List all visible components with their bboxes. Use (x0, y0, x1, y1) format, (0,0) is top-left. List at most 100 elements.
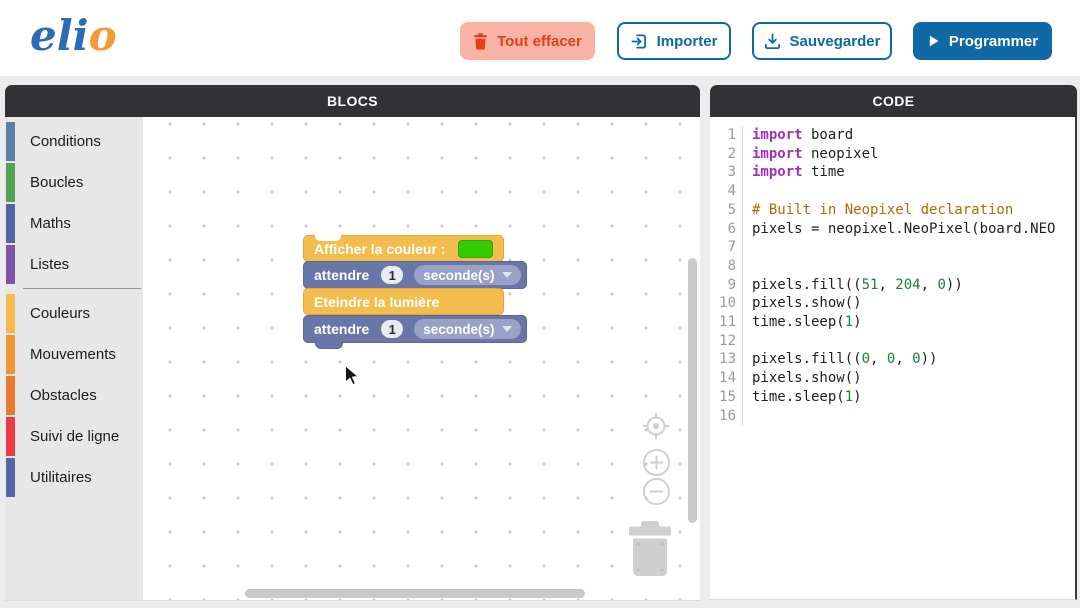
code-line: 16 (710, 406, 1075, 426)
blocks-panel-header: BLOCS (5, 85, 700, 117)
toolbox-item-conditions[interactable]: Conditions (5, 121, 143, 162)
file-import-icon (631, 33, 648, 50)
code-line: 4 (710, 182, 1075, 201)
code-line: 8 (710, 256, 1075, 276)
code-token: 0 (937, 276, 946, 293)
workspace-vertical-scrollbar[interactable] (688, 258, 697, 523)
line-number: 7 (710, 238, 743, 257)
wait-2-unit-label: seconde(s) (423, 321, 495, 337)
category-color-bar (6, 335, 15, 374)
category-color-bar (6, 458, 15, 497)
code-token: pixels.show() (752, 295, 862, 312)
toolbox-item-mouvements[interactable]: Mouvements (5, 334, 143, 375)
wait-2-value-field[interactable]: 1 (381, 320, 404, 338)
block-wait-2[interactable]: attendre 1 seconde(s) (303, 315, 527, 349)
code-line: 7 (710, 238, 1075, 257)
code-token: pixels.fill(( (752, 276, 862, 293)
toolbox-separator (23, 288, 141, 289)
code-token: 1 (844, 314, 854, 331)
code-token: neopixel (802, 145, 879, 162)
line-number: 14 (710, 369, 743, 388)
clear-all-button[interactable]: Tout effacer (460, 22, 595, 60)
line-number: 6 (710, 219, 743, 239)
toolbox-item-suivi-de-ligne[interactable]: Suivi de ligne (5, 416, 143, 457)
line-number: 15 (710, 387, 743, 407)
category-label: Obstacles (30, 387, 97, 404)
code-token: import (752, 127, 803, 143)
code-token: pixels.show() (752, 370, 862, 387)
save-button[interactable]: Sauvegarder (752, 22, 892, 60)
program-button[interactable]: Programmer (913, 22, 1052, 60)
block-show-color[interactable]: Afficher la couleur : (303, 235, 504, 262)
code-token: , (878, 276, 896, 293)
line-number: 2 (710, 144, 743, 164)
block-show-color-label: Afficher la couleur : (314, 240, 446, 257)
code-token: board (802, 127, 854, 143)
code-token: 0 (886, 351, 896, 368)
logo-text-blue: eli (30, 11, 89, 60)
category-label: Mouvements (30, 346, 116, 363)
workspace-trash-button[interactable] (626, 521, 674, 582)
category-color-bar (6, 204, 15, 243)
code-token: time.sleep( (752, 388, 845, 405)
play-icon (927, 34, 940, 48)
toolbox-item-utilitaires[interactable]: Utilitaires (5, 457, 143, 498)
wait-1-value-field[interactable]: 1 (381, 266, 404, 284)
blocks-workspace[interactable] (143, 117, 700, 600)
zoom-out-button[interactable] (642, 477, 671, 511)
code-token: 0 (912, 351, 921, 368)
code-token: 1 (844, 388, 854, 405)
code-line: 10 pixels.show() (710, 294, 1075, 314)
category-color-bar (6, 417, 15, 456)
toolbox-item-obstacles[interactable]: Obstacles (5, 375, 143, 416)
category-label: Boucles (30, 174, 84, 191)
code-panel-title: CODE (872, 93, 915, 109)
blocks-panel-title: BLOCS (327, 93, 378, 109)
code-line: 12 (710, 331, 1075, 351)
line-number: 8 (710, 256, 743, 276)
block-light-off-label: Eteindre la lumière (314, 293, 440, 310)
block-wait-1[interactable]: attendre 1 seconde(s) (303, 261, 527, 289)
import-button[interactable]: Importer (617, 22, 731, 60)
color-swatch-field[interactable] (458, 239, 494, 258)
minus-icon (642, 477, 671, 510)
code-token: import (752, 145, 803, 162)
line-number: 10 (710, 294, 743, 314)
code-panel-header: CODE (710, 85, 1077, 117)
toolbox-item-boucles[interactable]: Boucles (5, 162, 143, 203)
import-label: Importer (656, 32, 718, 50)
block-wait-2-label: attendre (314, 321, 370, 337)
category-label: Couleurs (30, 305, 91, 322)
save-label: Sauvegarder (789, 32, 881, 50)
app-header: elio Tout effacer Importer Sauvegarder P… (0, 0, 1080, 76)
category-label: Utilitaires (30, 469, 92, 486)
category-label: Suivi de ligne (30, 428, 120, 445)
toolbox-item-maths[interactable]: Maths (5, 203, 143, 244)
toolbox-item-listes[interactable]: Listes (5, 244, 143, 285)
category-color-bar (6, 294, 15, 333)
block-wait-1-label: attendre (314, 267, 370, 283)
zoom-reset-button[interactable] (641, 411, 671, 446)
wait-2-unit-dropdown[interactable]: seconde(s) (414, 319, 521, 339)
category-color-bar (6, 376, 15, 415)
block-light-off[interactable]: Eteindre la lumière (303, 288, 504, 315)
category-color-bar (6, 122, 15, 161)
code-token: import (752, 164, 803, 181)
line-number: 12 (710, 331, 743, 351)
mouse-cursor (344, 364, 360, 391)
workspace-horizontal-scrollbar[interactable] (245, 589, 585, 598)
download-icon (764, 33, 781, 50)
code-token: time (802, 164, 845, 181)
zoom-in-button[interactable] (642, 448, 671, 482)
code-token: )) (920, 351, 938, 368)
category-label: Listes (30, 256, 70, 273)
code-line: 2 import neopixel (710, 144, 1075, 164)
wait-1-unit-dropdown[interactable]: seconde(s) (414, 265, 521, 285)
toolbox-item-couleurs[interactable]: Couleurs (5, 293, 143, 334)
